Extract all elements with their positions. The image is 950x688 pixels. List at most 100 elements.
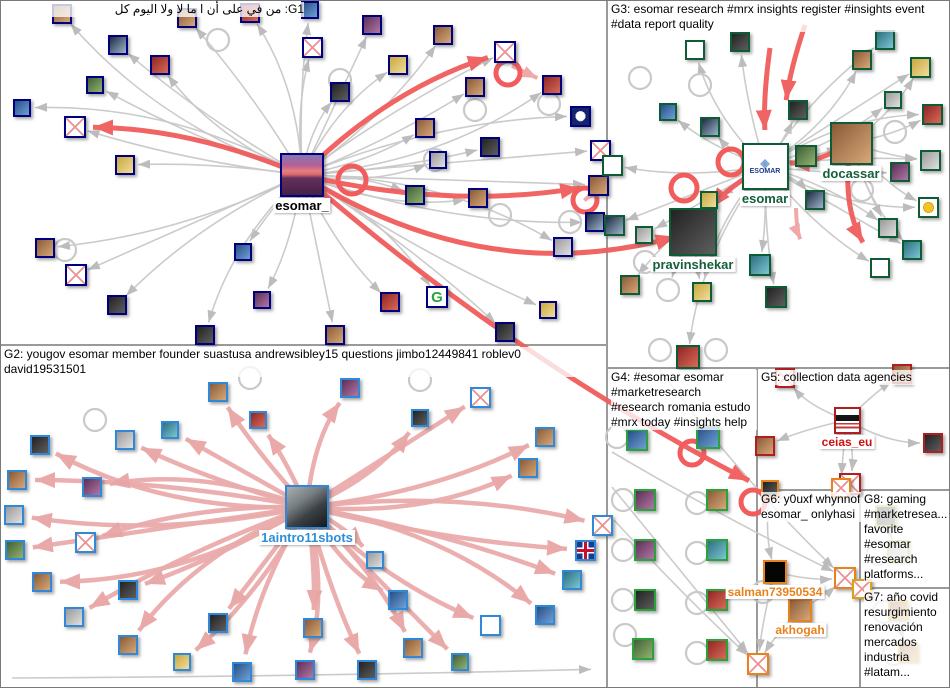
node[interactable] xyxy=(518,458,538,478)
node[interactable] xyxy=(362,15,382,35)
node[interactable] xyxy=(7,470,27,490)
node[interactable] xyxy=(700,191,718,209)
node[interactable] xyxy=(585,212,605,232)
node[interactable] xyxy=(676,345,700,369)
node-missing-image[interactable] xyxy=(775,368,795,388)
node-esomar_[interactable] xyxy=(280,153,324,197)
node[interactable] xyxy=(761,480,779,498)
node[interactable] xyxy=(587,174,609,196)
node[interactable] xyxy=(692,282,712,302)
node[interactable] xyxy=(118,635,138,655)
node[interactable] xyxy=(150,55,170,75)
node[interactable] xyxy=(4,505,24,525)
node[interactable] xyxy=(730,32,750,52)
node[interactable] xyxy=(852,50,872,70)
node[interactable] xyxy=(64,607,84,627)
node-missing-image[interactable] xyxy=(834,567,856,589)
node[interactable] xyxy=(388,55,408,75)
node[interactable] xyxy=(898,642,918,662)
node[interactable] xyxy=(480,137,500,157)
node[interactable] xyxy=(888,600,908,620)
node[interactable] xyxy=(603,214,625,236)
node[interactable] xyxy=(706,539,728,561)
node[interactable] xyxy=(700,117,720,137)
node[interactable] xyxy=(626,429,648,451)
node[interactable] xyxy=(107,295,127,315)
node[interactable] xyxy=(706,589,728,611)
node[interactable] xyxy=(635,226,653,244)
node[interactable] xyxy=(875,505,897,527)
node-missing-image[interactable] xyxy=(469,386,491,408)
node[interactable] xyxy=(411,409,429,427)
node[interactable] xyxy=(253,291,271,309)
node[interactable] xyxy=(115,430,135,450)
node-missing-image[interactable] xyxy=(852,579,872,599)
node[interactable] xyxy=(601,154,623,176)
node[interactable] xyxy=(892,364,912,384)
node[interactable] xyxy=(32,572,52,592)
node-missing-image[interactable] xyxy=(494,41,516,63)
node[interactable] xyxy=(357,660,377,680)
node[interactable] xyxy=(535,427,555,447)
node[interactable] xyxy=(553,237,573,257)
node-missing-image[interactable] xyxy=(65,264,87,286)
node[interactable] xyxy=(890,162,910,182)
node[interactable] xyxy=(429,151,447,169)
node[interactable] xyxy=(562,570,582,590)
node[interactable] xyxy=(295,660,315,680)
node[interactable]: G xyxy=(426,286,448,308)
node-missing-image[interactable] xyxy=(64,116,86,138)
node[interactable] xyxy=(620,275,640,295)
node[interactable] xyxy=(634,589,656,611)
node[interactable] xyxy=(82,477,102,497)
node[interactable] xyxy=(208,613,228,633)
node-pravinshekar[interactable] xyxy=(669,208,717,256)
node[interactable] xyxy=(234,243,252,261)
node[interactable] xyxy=(340,378,360,398)
node[interactable] xyxy=(303,618,323,638)
node[interactable] xyxy=(805,190,825,210)
node[interactable] xyxy=(405,185,425,205)
node[interactable] xyxy=(632,638,654,660)
node[interactable] xyxy=(35,238,55,258)
node[interactable] xyxy=(330,82,350,102)
node[interactable] xyxy=(380,292,400,312)
node[interactable] xyxy=(232,662,252,682)
node[interactable] xyxy=(574,539,596,561)
node[interactable] xyxy=(366,551,384,569)
node[interactable] xyxy=(415,118,435,138)
node[interactable] xyxy=(634,539,656,561)
node[interactable] xyxy=(325,325,345,345)
node[interactable] xyxy=(115,155,135,175)
node[interactable] xyxy=(161,421,179,439)
node[interactable] xyxy=(634,489,656,511)
node[interactable] xyxy=(468,188,488,208)
node[interactable] xyxy=(788,100,808,120)
node[interactable] xyxy=(451,653,469,671)
node[interactable] xyxy=(909,56,931,78)
node[interactable] xyxy=(696,425,720,449)
node[interactable] xyxy=(878,218,898,238)
node[interactable] xyxy=(917,196,939,218)
node[interactable] xyxy=(685,40,705,60)
node-salman73950534[interactable] xyxy=(763,560,787,584)
node[interactable] xyxy=(921,103,943,125)
node[interactable] xyxy=(403,638,423,658)
node[interactable] xyxy=(539,301,557,319)
node[interactable] xyxy=(875,30,895,50)
node[interactable] xyxy=(659,103,677,121)
node[interactable] xyxy=(706,489,728,511)
node-esomar[interactable]: ◈ESOMAR xyxy=(741,142,789,190)
node-missing-image[interactable] xyxy=(831,478,851,498)
node-missing-image[interactable] xyxy=(589,139,611,161)
node-missing-image[interactable] xyxy=(591,514,613,536)
node[interactable] xyxy=(208,382,228,402)
node[interactable] xyxy=(86,76,104,94)
node[interactable] xyxy=(765,286,787,308)
node[interactable] xyxy=(177,8,197,28)
node-missing-image[interactable] xyxy=(74,531,96,553)
node[interactable] xyxy=(495,322,515,342)
node-ceias_eu[interactable] xyxy=(833,406,861,434)
node[interactable] xyxy=(923,433,943,453)
node[interactable] xyxy=(749,254,771,276)
